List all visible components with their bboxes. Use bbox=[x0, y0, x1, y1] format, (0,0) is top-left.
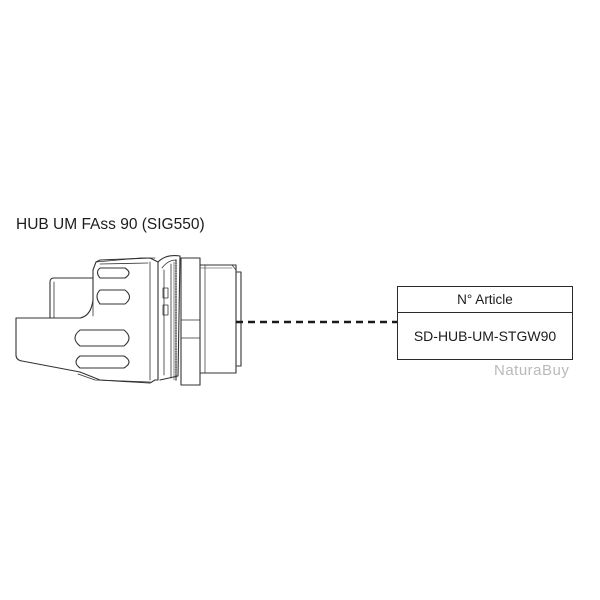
article-number-box: N° Article SD-HUB-UM-STGW90 bbox=[397, 286, 573, 360]
product-title: HUB UM FAss 90 (SIG550) bbox=[16, 216, 205, 233]
article-number: SD-HUB-UM-STGW90 bbox=[413, 328, 557, 344]
article-header: N° Article bbox=[398, 287, 572, 313]
watermark-logo: NaturaBuy bbox=[494, 362, 570, 379]
